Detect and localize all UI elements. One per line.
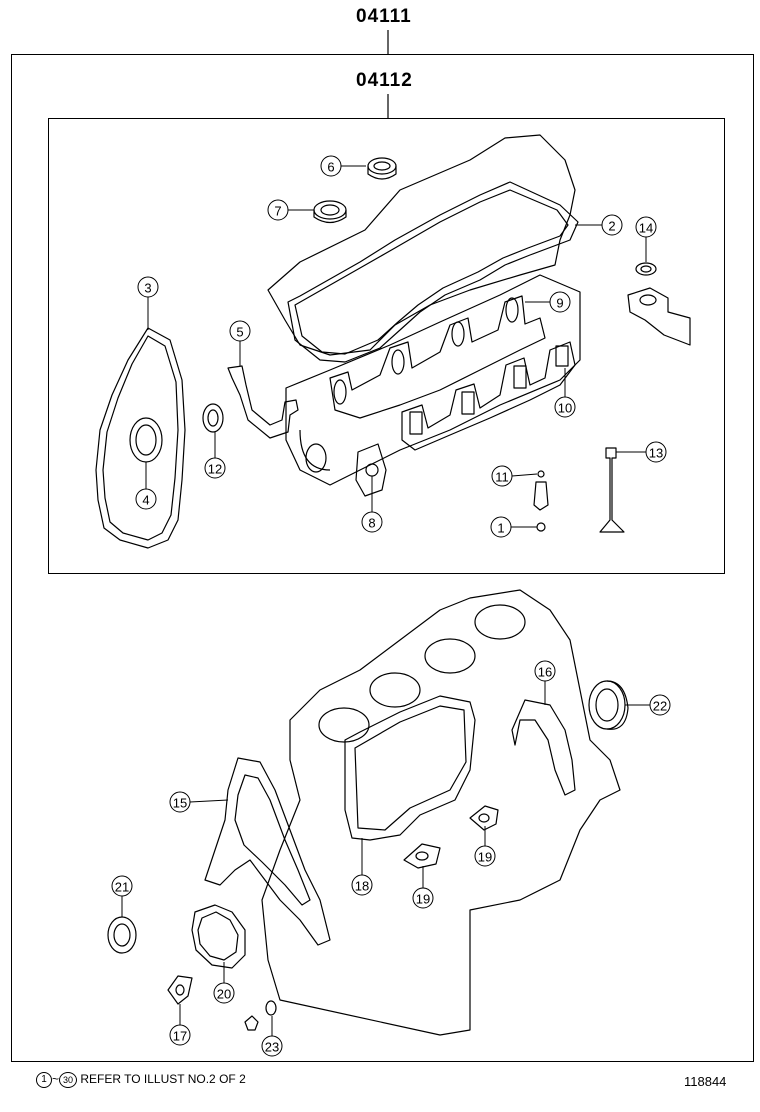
- callout-7: 7: [274, 204, 281, 219]
- oil-seal-21: [107, 916, 137, 954]
- callout-19a: 19: [478, 850, 492, 865]
- water-pump-gasket: [191, 904, 246, 969]
- callout-9: 9: [556, 296, 563, 311]
- callout-14: 14: [639, 221, 653, 236]
- callout-17-marker: [169, 1024, 191, 1046]
- callout-9-marker: [549, 291, 571, 313]
- callout-12-marker: [204, 457, 226, 479]
- valve-guide: [533, 481, 549, 511]
- gasket-5: [227, 365, 299, 439]
- oil-seal-7: [313, 200, 347, 220]
- inner-kit-code: 04112: [356, 70, 413, 91]
- callout-3-marker: [137, 276, 159, 298]
- valve-stem-seal-1: [536, 522, 546, 532]
- oil-seal-12: [202, 403, 224, 433]
- callout-21: 21: [115, 880, 129, 895]
- callout-14-marker: [635, 216, 657, 238]
- cylinder-block: [261, 589, 621, 1036]
- callout-21-marker: [111, 875, 133, 897]
- callout-6-marker: [320, 155, 342, 177]
- callout-3: 3: [144, 281, 151, 296]
- valve-stem-seal-11: [537, 470, 545, 478]
- head-cover-gasket: [287, 181, 579, 363]
- exhaust-manifold-gasket: [401, 341, 576, 451]
- cylinder-head: [285, 274, 581, 486]
- timing-gear-case-gasket: [204, 757, 331, 946]
- gasket-8: [355, 443, 387, 497]
- callout-22: 22: [653, 699, 667, 714]
- timing-cover-gasket: [95, 327, 186, 549]
- callout-19b: 19: [416, 892, 430, 907]
- footer-range-start: 1: [36, 1072, 52, 1088]
- side-cover-gasket: [344, 695, 476, 841]
- oil-seal-14: [635, 262, 657, 276]
- callout-1-marker: [490, 516, 512, 538]
- o-ring-23: [265, 1000, 277, 1016]
- thermostat-housing: [627, 287, 691, 346]
- callout-1: 1: [497, 521, 504, 536]
- footer-range-sep: ~: [52, 1072, 60, 1087]
- footer-range-end: 30: [59, 1072, 78, 1088]
- gasket-17: [167, 975, 193, 1005]
- callout-22-marker: [649, 694, 671, 716]
- footer-note-text: REFER TO ILLUST NO.2 OF 2: [80, 1072, 246, 1087]
- callout-13: 13: [649, 446, 663, 461]
- rear-oil-seal-22: [588, 680, 626, 730]
- callout-23: 23: [265, 1040, 279, 1055]
- callout-5-marker: [229, 320, 251, 342]
- oil-seal-6: [367, 157, 397, 175]
- callout-15: 15: [173, 796, 187, 811]
- callout-10: 10: [558, 401, 572, 416]
- callout-16: 16: [538, 665, 552, 680]
- intake-manifold-gasket: [329, 295, 546, 419]
- callout-19a-marker: [474, 845, 496, 867]
- callout-23-marker: [261, 1035, 283, 1057]
- callout-4: 4: [142, 493, 149, 508]
- callout-13-marker: [645, 441, 667, 463]
- callout-8-marker: [361, 511, 383, 533]
- callout-20: 20: [217, 987, 231, 1002]
- callout-12: 12: [208, 462, 222, 477]
- callout-20-marker: [213, 982, 235, 1004]
- illustration-number: 118844: [684, 1074, 727, 1089]
- gasket-19-lower: [403, 843, 441, 869]
- valve-13: [599, 447, 625, 533]
- callout-18-marker: [351, 874, 373, 896]
- callout-18: 18: [355, 879, 369, 894]
- callout-6: 6: [327, 160, 334, 175]
- callout-5: 5: [236, 325, 243, 340]
- callout-4-marker: [135, 488, 157, 510]
- callout-11-marker: [491, 465, 513, 487]
- callout-15-marker: [169, 791, 191, 813]
- callout-2-marker: [601, 214, 623, 236]
- callout-19b-marker: [412, 887, 434, 909]
- callout-8: 8: [368, 516, 375, 531]
- callout-7-marker: [267, 199, 289, 221]
- callout-17: 17: [173, 1029, 187, 1044]
- inner-kit-frame: [48, 118, 725, 574]
- callout-10-marker: [554, 396, 576, 418]
- rear-oil-seal-retainer-gasket: [511, 699, 576, 796]
- gasket-19-upper: [469, 805, 499, 831]
- callout-11: 11: [495, 470, 509, 485]
- callout-16-marker: [534, 660, 556, 682]
- outer-kit-frame: [11, 54, 754, 1062]
- footer-note: 1~30 REFER TO ILLUST NO.2 OF 2: [36, 1072, 246, 1088]
- callout-2: 2: [608, 219, 615, 234]
- outer-kit-code: 04111: [356, 6, 412, 27]
